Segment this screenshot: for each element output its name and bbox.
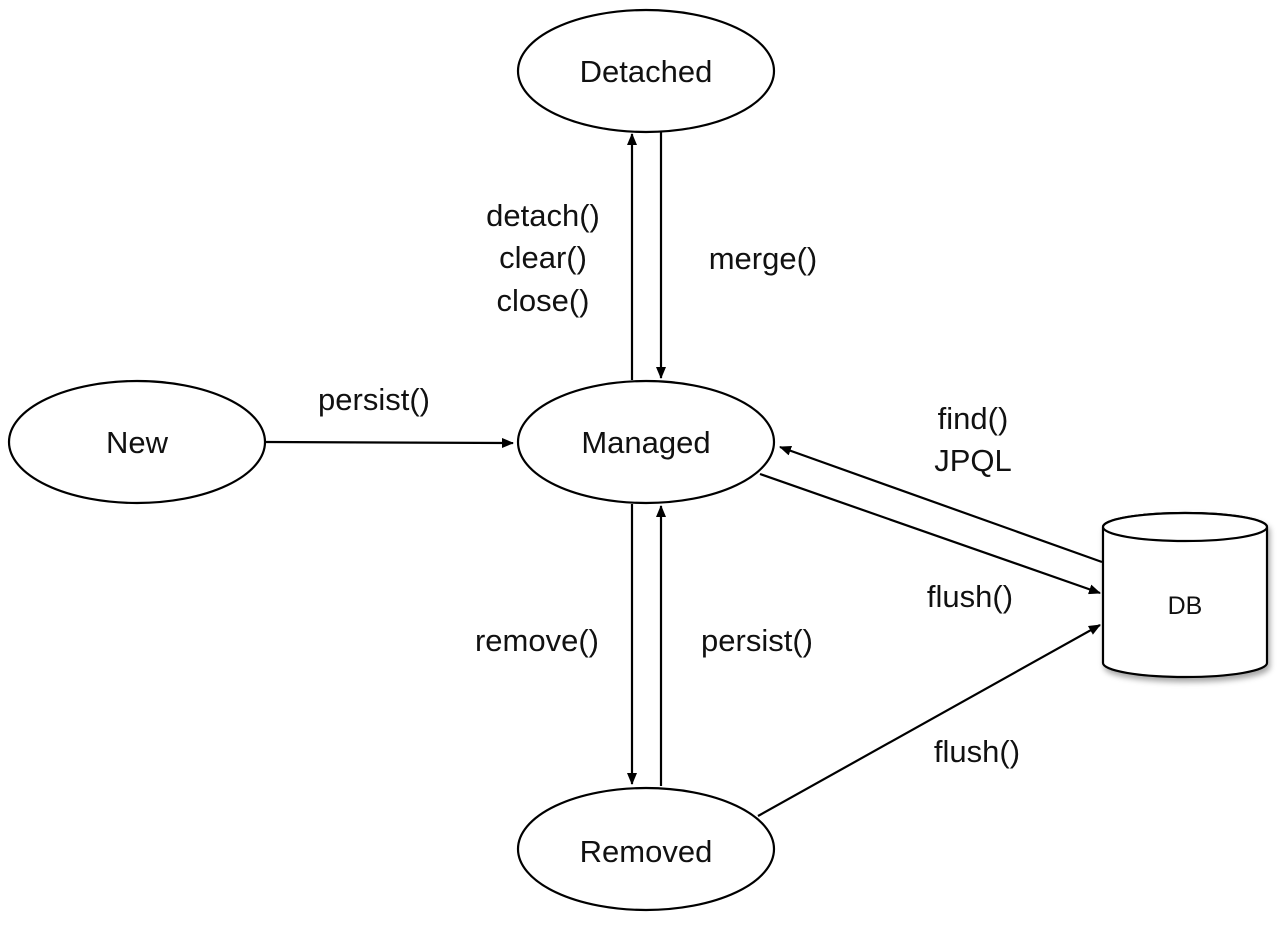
db-cylinder-top: [1101, 511, 1269, 543]
node-new-shape: [7, 379, 267, 505]
edge-labels: detach() clear() close() merge() persist…: [318, 198, 1020, 769]
edge-db-to-managed: [779, 445, 1103, 564]
node-new: New: [7, 379, 267, 505]
database-icon: [1101, 511, 1269, 679]
label-remove: remove(): [475, 623, 599, 658]
node-detached: Detached: [516, 8, 776, 134]
label-detach: detach(): [486, 198, 600, 233]
label-close: close(): [496, 283, 589, 318]
label-jpql: JPQL: [934, 443, 1012, 478]
node-managed-label: Managed: [581, 425, 710, 460]
label-clear: clear(): [499, 240, 587, 275]
edge-new-to-managed: [265, 437, 514, 448]
node-new-label: New: [106, 425, 169, 460]
node-removed-shape: [516, 786, 776, 912]
edge-managed-to-db: [759, 472, 1101, 595]
label-flush-managed: flush(): [927, 579, 1013, 614]
node-managed: Managed: [516, 379, 776, 505]
label-persist-removed: persist(): [701, 623, 813, 658]
node-detached-label: Detached: [580, 54, 713, 89]
node-db-label: DB: [1168, 592, 1203, 620]
label-flush-removed: flush(): [934, 734, 1020, 769]
node-removed-label: Removed: [580, 834, 713, 869]
node-db: DB: [1101, 511, 1269, 679]
node-managed-shape: [516, 379, 776, 505]
edge-removed-to-db: [757, 624, 1101, 817]
label-find: find(): [938, 401, 1009, 436]
label-merge: merge(): [709, 241, 818, 276]
node-removed: Removed: [516, 786, 776, 912]
label-persist-new: persist(): [318, 382, 430, 417]
node-detached-shape: [516, 8, 776, 134]
edges: [265, 128, 1103, 817]
